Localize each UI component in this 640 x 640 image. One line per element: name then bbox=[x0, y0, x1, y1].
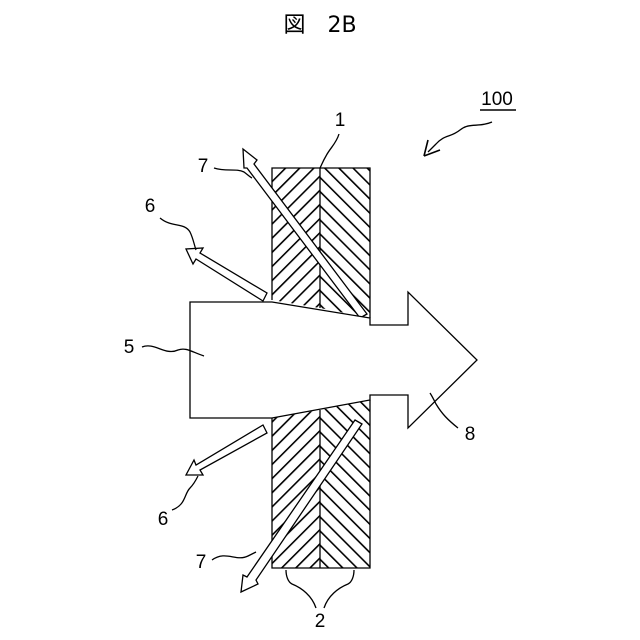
label-1: 1 bbox=[335, 110, 346, 131]
reflected-light-arrow-upper bbox=[186, 248, 267, 301]
label-100: 100 bbox=[481, 89, 513, 110]
label-1-leader bbox=[320, 134, 339, 168]
figure-title: 図 2B bbox=[283, 13, 356, 38]
label-7-lower: 7 bbox=[196, 552, 207, 573]
label-5: 5 bbox=[124, 337, 135, 358]
label-6-lower-leader bbox=[172, 476, 198, 510]
assembly-reference: 100 bbox=[424, 89, 516, 156]
label-6-upper-leader bbox=[160, 218, 196, 250]
layer-upper-left bbox=[272, 168, 320, 308]
label-7-upper: 7 bbox=[198, 156, 209, 177]
reflected-light-arrow-lower bbox=[186, 425, 267, 475]
label-2-leader-right bbox=[324, 570, 354, 608]
layer-stack-upper bbox=[272, 168, 370, 318]
label-8: 8 bbox=[465, 424, 476, 445]
label-2-leader-left bbox=[286, 570, 316, 608]
label-6-upper: 6 bbox=[145, 196, 156, 217]
label-7-lower-leader bbox=[212, 552, 256, 560]
assembly-leader-line bbox=[428, 122, 492, 152]
label-7-upper-leader bbox=[214, 168, 252, 178]
label-6-lower: 6 bbox=[158, 509, 169, 530]
label-2: 2 bbox=[315, 611, 326, 632]
layer-lower-right bbox=[320, 400, 370, 568]
